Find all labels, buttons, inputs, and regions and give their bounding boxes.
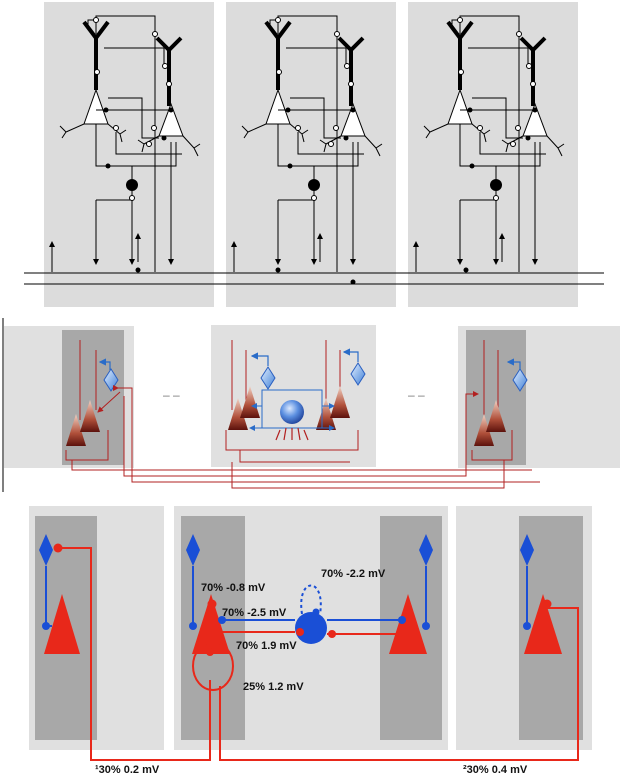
- pyramidal-cell-icon: [44, 594, 80, 654]
- label-syn-long-range-1: ¹30% 0.2 mV: [95, 764, 160, 776]
- pyramidal-cell-icon: [389, 594, 427, 654]
- label-syn-basket-to-pyr: 70% -2.5 mV: [222, 607, 287, 619]
- autapse-loop: [300, 584, 322, 615]
- pyramidal-cell-icon: [192, 594, 230, 654]
- panel-b-long-range-wires: [71, 385, 540, 489]
- separator-left: – –: [163, 388, 180, 402]
- interneuron-icon: [520, 534, 534, 566]
- panel-b-right-cells: [471, 340, 528, 461]
- basket-cell-icon: [295, 612, 327, 644]
- basket-cell-icon: [280, 400, 304, 424]
- pyramidal-cell-icon: [524, 594, 562, 654]
- panel-b-left-cells: [65, 340, 121, 461]
- interneuron-icon: [39, 534, 53, 566]
- panel-a-column-right: [408, 2, 578, 307]
- panel-a-column-middle: [226, 2, 396, 307]
- interneuron-icon: [186, 534, 200, 566]
- separator-right: – –: [408, 388, 425, 402]
- panel-a: [24, 2, 604, 307]
- label-syn-pyr-to-basket-2: 70% 1.9 mV: [236, 640, 297, 652]
- label-syn-long-range-2: ²30% 0.4 mV: [463, 764, 528, 776]
- panel-a-column-left: [44, 2, 214, 307]
- long-range-axon-2: [219, 607, 579, 761]
- label-syn-autapse: 70% -2.2 mV: [321, 568, 386, 580]
- panel-b-middle-cells: [225, 340, 366, 463]
- label-syn-pyr-to-basket: 70% -0.8 mV: [201, 582, 266, 594]
- panel-b: – – – –: [2, 318, 620, 492]
- long-range-axon-1: [58, 547, 211, 761]
- interneuron-icon: [419, 534, 433, 566]
- recurrent-loop: [192, 641, 234, 691]
- panel-c: 70% -0.8 mV 70% -2.2 mV 70% -2.5 mV 70% …: [29, 506, 592, 776]
- panel-b-block-middle: [211, 325, 376, 467]
- label-syn-recurrent: 25% 1.2 mV: [243, 681, 304, 693]
